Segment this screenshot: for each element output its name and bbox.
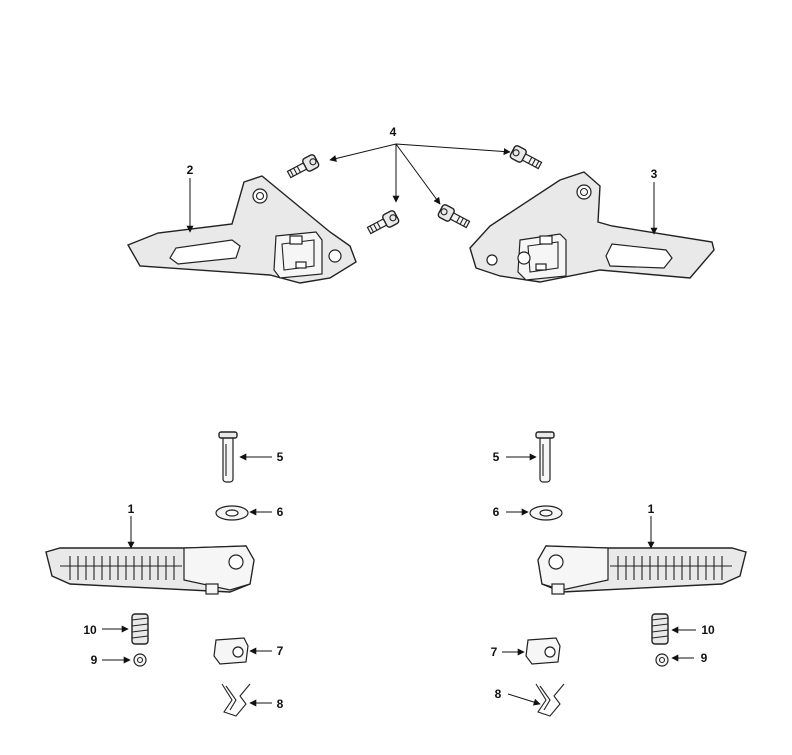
bolt-top-left xyxy=(286,154,320,179)
callout-7-left: 7 xyxy=(277,644,284,658)
callout-5-right: 5 xyxy=(493,450,500,464)
footpeg-left-ribs xyxy=(60,556,182,580)
callout-4: 4 xyxy=(390,125,397,139)
washer-left xyxy=(215,505,249,521)
pin-left xyxy=(218,431,238,483)
plate-left xyxy=(213,637,249,665)
spring-right xyxy=(651,613,669,645)
ball-left xyxy=(133,653,147,667)
callout-1-left: 1 xyxy=(128,502,135,516)
callout-1-right: 1 xyxy=(648,502,655,516)
clip-right xyxy=(535,683,565,717)
bolt-top-right xyxy=(509,145,543,170)
callout-9-right: 9 xyxy=(701,651,708,665)
left-footrest-bracket xyxy=(126,175,357,284)
top-leader-lines xyxy=(186,143,658,235)
callout-9-left: 9 xyxy=(91,653,98,667)
plate-right xyxy=(525,637,561,665)
callout-8-right: 8 xyxy=(495,687,502,701)
ball-right xyxy=(655,653,669,667)
spring-left xyxy=(131,613,149,645)
callout-3: 3 xyxy=(651,167,658,181)
clip-left xyxy=(221,683,251,717)
right-footrest-bracket xyxy=(469,171,715,283)
footpeg-right-ribs xyxy=(610,556,732,580)
footpeg-left xyxy=(45,545,255,595)
callout-5-left: 5 xyxy=(277,450,284,464)
pin-right xyxy=(535,431,555,483)
callout-6-right: 6 xyxy=(493,505,500,519)
bolt-middle-right xyxy=(437,204,471,229)
callout-6-left: 6 xyxy=(277,505,284,519)
leader-8-right xyxy=(507,693,541,706)
callout-10-left: 10 xyxy=(83,623,97,637)
callout-7-right: 7 xyxy=(491,645,498,659)
washer-right xyxy=(529,505,563,521)
callout-2: 2 xyxy=(187,163,194,177)
callout-10-right: 10 xyxy=(701,623,715,637)
callout-labels: 4 2 3 5 6 1 10 9 7 8 5 6 1 10 9 7 8 xyxy=(83,125,715,711)
footpeg-right xyxy=(537,545,747,595)
callout-8-left: 8 xyxy=(277,697,284,711)
bolt-middle-left xyxy=(366,210,400,235)
